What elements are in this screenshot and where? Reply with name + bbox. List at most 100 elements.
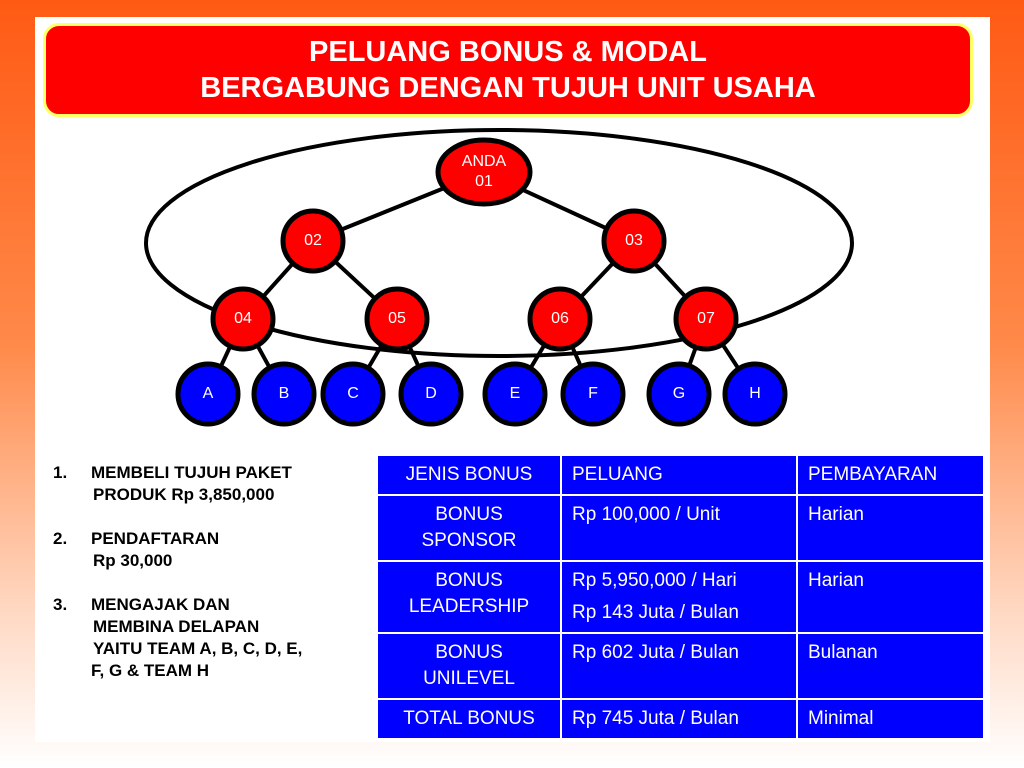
node-team-h: H bbox=[722, 361, 788, 427]
node-team-h-label: H bbox=[749, 385, 761, 402]
node-02-label: 02 bbox=[304, 232, 322, 249]
node-team-g: G bbox=[646, 361, 712, 427]
requirement-text: MEMBELI TUJUH PAKET bbox=[91, 463, 292, 482]
node-03-label: 03 bbox=[625, 232, 643, 249]
node-04-shape bbox=[210, 286, 276, 352]
cell-peluang: Rp 745 Juta / Bulan bbox=[560, 698, 798, 740]
org-nodes: ANDA 01 02 03 04 05 06 07A B C D E F G H bbox=[175, 137, 788, 427]
node-team-d-label: D bbox=[425, 385, 437, 402]
node-team-d: D bbox=[398, 361, 464, 427]
cell-pembayaran: Harian bbox=[796, 494, 985, 562]
node-06-shape bbox=[527, 286, 593, 352]
bonus-table-row: TOTAL BONUS Rp 745 Juta / Bulan Minimal bbox=[376, 698, 985, 740]
jenis-bonus-text: LEADERSHIP bbox=[408, 596, 530, 617]
peluang-text: Rp 602 Juta / Bulan bbox=[572, 642, 739, 663]
node-team-a: A bbox=[175, 361, 241, 427]
bonus-table-row: BONUS LEADERSHIP Rp 5,950,000 / Hari Rp 143… bbox=[376, 560, 985, 634]
node-team-g-shape bbox=[646, 361, 712, 427]
node-06: 06 bbox=[527, 286, 593, 352]
node-team-e-label: E bbox=[510, 385, 521, 402]
peluang-text: Rp 745 Juta / Bulan bbox=[572, 708, 739, 729]
bonus-table-header-row: JENIS BONUS PELUANG PEMBAYARAN bbox=[376, 454, 985, 496]
node-07-label: 07 bbox=[697, 310, 715, 327]
requirement-text: MEMBINA DELAPAN bbox=[93, 617, 260, 636]
jenis-bonus-text: SPONSOR bbox=[421, 530, 517, 551]
requirement-item: 2. PENDAFTARAN Rp 30,000 bbox=[53, 528, 373, 572]
node-root-label: ANDA bbox=[462, 153, 507, 170]
node-root: ANDA 01 bbox=[435, 137, 533, 207]
peluang-text: Rp 143 Juta / Bulan bbox=[572, 602, 739, 623]
requirement-item: 3. MENGAJAK DAN MEMBINA DELAPAN YAITU TEAM … bbox=[53, 594, 373, 682]
node-02-shape bbox=[280, 208, 346, 274]
node-root-label: 01 bbox=[475, 173, 493, 190]
org-chart: ANDA 01 02 03 04 05 06 07A B C D E F G H bbox=[144, 128, 854, 427]
cell-pembayaran: Minimal bbox=[796, 698, 985, 740]
node-team-e-shape bbox=[482, 361, 548, 427]
jenis-bonus-text: UNILEVEL bbox=[423, 668, 515, 689]
requirement-number: 3. bbox=[53, 595, 68, 614]
node-team-f-shape bbox=[560, 361, 626, 427]
cell-jenis-bonus: BONUS UNILEVEL bbox=[376, 632, 562, 700]
node-team-b-shape bbox=[251, 361, 317, 427]
header-pembayaran: PEMBAYARAN bbox=[796, 454, 985, 496]
node-team-d-shape bbox=[398, 361, 464, 427]
node-team-g-label: G bbox=[673, 385, 685, 402]
node-03: 03 bbox=[601, 208, 667, 274]
node-05: 05 bbox=[364, 286, 430, 352]
header-peluang: PELUANG bbox=[560, 454, 798, 496]
cell-pembayaran: Bulanan bbox=[796, 632, 985, 700]
requirement-text: PENDAFTARAN bbox=[91, 529, 220, 548]
requirement-text: Rp 30,000 bbox=[93, 551, 173, 570]
bonus-table-row: BONUS UNILEVEL Rp 602 Juta / Bulan Bulanan bbox=[376, 632, 985, 700]
jenis-bonus-text: BONUS bbox=[435, 642, 503, 663]
requirement-text: MENGAJAK DAN bbox=[91, 595, 230, 614]
node-06-label: 06 bbox=[551, 310, 569, 327]
cell-pembayaran: Harian bbox=[796, 560, 985, 634]
node-root-shape bbox=[435, 137, 533, 207]
node-team-c-label: C bbox=[347, 385, 359, 402]
requirement-text: YAITU TEAM A, B, C, D, E, bbox=[93, 639, 303, 658]
node-team-c: C bbox=[320, 361, 386, 427]
jenis-bonus-text: TOTAL BONUS bbox=[403, 708, 535, 729]
node-team-f: F bbox=[560, 361, 626, 427]
cell-peluang: Rp 100,000 / Unit bbox=[560, 494, 798, 562]
node-team-b-label: B bbox=[279, 385, 290, 402]
title-line-1: PELUANG BONUS & MODAL bbox=[309, 36, 707, 68]
node-team-a-shape bbox=[175, 361, 241, 427]
node-team-h-shape bbox=[722, 361, 788, 427]
title-banner: PELUANG BONUS & MODAL BERGABUNG DENGAN T… bbox=[43, 23, 973, 117]
requirement-text: PRODUK Rp 3,850,000 bbox=[93, 485, 275, 504]
cell-jenis-bonus: BONUS LEADERSHIP bbox=[376, 560, 562, 634]
header-jenis-bonus: JENIS BONUS bbox=[376, 454, 562, 496]
node-03-shape bbox=[601, 208, 667, 274]
node-04-label: 04 bbox=[234, 310, 252, 327]
node-02: 02 bbox=[280, 208, 346, 274]
requirement-number: 1. bbox=[53, 463, 68, 482]
node-07: 07 bbox=[673, 286, 739, 352]
node-04: 04 bbox=[210, 286, 276, 352]
title-line-2: BERGABUNG DENGAN TUJUH UNIT USAHA bbox=[200, 72, 816, 104]
node-team-f-label: F bbox=[588, 385, 598, 402]
node-05-label: 05 bbox=[388, 310, 406, 327]
node-05-shape bbox=[364, 286, 430, 352]
cell-jenis-bonus: TOTAL BONUS bbox=[376, 698, 562, 740]
cell-peluang: Rp 602 Juta / Bulan bbox=[560, 632, 798, 700]
node-07-shape bbox=[673, 286, 739, 352]
requirement-text: F, G & TEAM H bbox=[91, 661, 210, 680]
node-team-b: B bbox=[251, 361, 317, 427]
cell-peluang: Rp 5,950,000 / Hari Rp 143 Juta / Bulan bbox=[560, 560, 798, 634]
node-team-a-label: A bbox=[203, 385, 214, 402]
requirements-list: 1. MEMBELI TUJUH PAKET PRODUK Rp 3,850,000… bbox=[53, 462, 373, 704]
peluang-text: Rp 5,950,000 / Hari bbox=[572, 570, 737, 591]
peluang-text: Rp 100,000 / Unit bbox=[572, 504, 720, 525]
jenis-bonus-text: BONUS bbox=[435, 570, 503, 591]
group-ellipse bbox=[144, 128, 854, 358]
requirement-number: 2. bbox=[53, 529, 68, 548]
requirement-item: 1. MEMBELI TUJUH PAKET PRODUK Rp 3,850,000 bbox=[53, 462, 373, 506]
slide: PELUANG BONUS & MODAL BERGABUNG DENGAN T… bbox=[35, 17, 990, 742]
node-team-e: E bbox=[482, 361, 548, 427]
